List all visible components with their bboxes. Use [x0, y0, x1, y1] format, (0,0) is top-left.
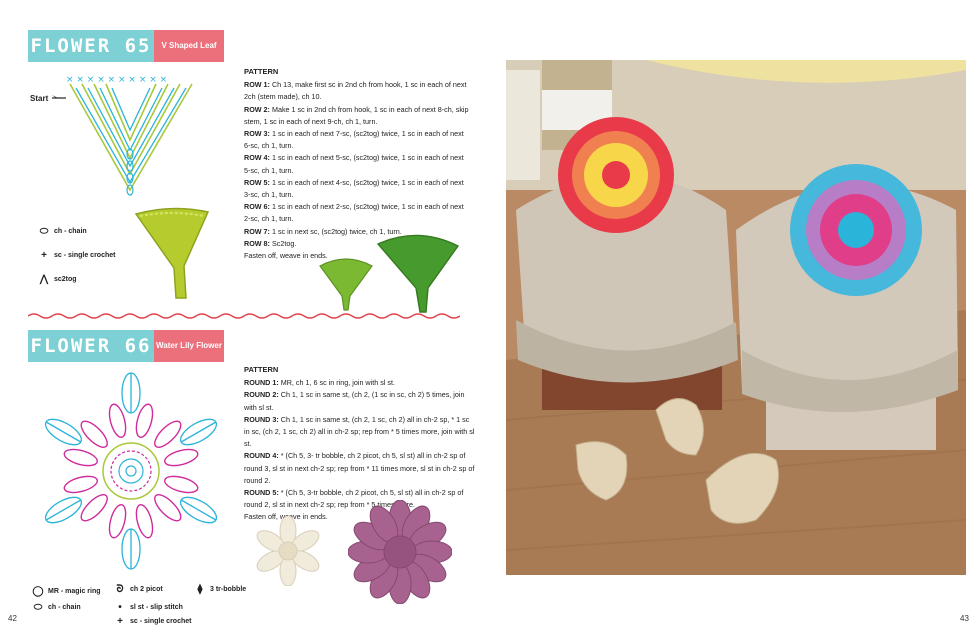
flower65-pattern: PATTERN ROW 1: Ch 13, make first sc in 2…: [244, 66, 470, 262]
row-label: ROW 5:: [244, 177, 270, 187]
round-text: * (Ch 5, 3-tr bobble, ch 2 picot, ch 5, …: [244, 488, 464, 510]
round-label: ROUND 5:: [244, 488, 279, 498]
flower65-finish: Fasten off, weave in ends.: [244, 251, 328, 261]
purple-flower-photo: [348, 500, 452, 604]
flower66-round-1: ROUND 1: MR, ch 1, 6 sc in ring, join wi…: [244, 377, 476, 389]
legend-sc2: + sc - single crochet: [114, 616, 191, 627]
round-text: Ch 1, 1 sc in same st, (ch 2, 1 sc, ch 2…: [244, 414, 475, 449]
flower65-row-6: ROW 6: 1 sc in each of next 2-sc, (sc2to…: [244, 201, 470, 225]
plus-icon: +: [41, 250, 47, 261]
flower66-round-5: ROUND 5: * (Ch 5, 3-tr bobble, ch 2 pico…: [244, 487, 476, 511]
legend-ch-label: ch - chain: [54, 228, 87, 235]
row-text: Make 1 sc in 2nd ch from hook, 1 sc in e…: [244, 104, 469, 126]
round-label: ROUND 3:: [244, 414, 279, 424]
flower65-row-5: ROW 5: 1 sc in each of next 4-sc, (sc2to…: [244, 177, 470, 201]
chain-oval-icon: ⬭: [33, 602, 43, 613]
picot-icon: ᘐ: [116, 584, 124, 595]
flower65-row-4: ROW 4: 1 sc in each of next 5-sc, (sc2to…: [244, 152, 470, 176]
svg-text:× × × × × × × × × ×: × × × × × × × × × ×: [66, 75, 167, 85]
row-text: Ch 13, make first sc in 2nd ch from hook…: [244, 80, 467, 102]
row-label: ROW 6:: [244, 202, 270, 212]
start-label: Start: [30, 94, 49, 103]
legend-ch: ⬭ ch - chain: [38, 226, 87, 237]
leaf-photo-green-small: [319, 258, 373, 311]
row-label: ROW 4:: [244, 153, 270, 163]
flower65-title: FLOWER 65: [28, 30, 154, 62]
row-label: ROW 7:: [244, 226, 270, 236]
round-text: Ch 1, 1 sc in same st, (ch 2, (1 sc in s…: [244, 390, 465, 412]
chain-oval-icon: ⬭: [39, 226, 49, 237]
legend-bobble-label: 3 tr-bobble: [210, 586, 247, 593]
round-label: ROUND 4:: [244, 451, 279, 461]
row-text: Sc2tog.: [271, 238, 297, 248]
row-label: ROW 3:: [244, 129, 270, 139]
leaf-photo-green-large: [376, 234, 460, 313]
leaf-crochet-chart: × × × × × × × × × ×: [52, 75, 193, 196]
row-label: ROW 2:: [244, 104, 270, 114]
page-number-right: 43: [960, 614, 969, 623]
white-flower-photo: [256, 516, 320, 586]
legend-slst-label: sl st - slip stitch: [130, 604, 183, 611]
legend-mr: ◯ MR - magic ring: [32, 586, 101, 597]
legend-bobble: ⧫ 3 tr-bobble: [194, 584, 247, 595]
sc2tog-icon: ⋀: [39, 274, 49, 285]
flower65-row-8: ROW 8: Sc2tog.: [244, 238, 470, 250]
flower66-pattern: PATTERN ROUND 1: MR, ch 1, 6 sc in ring,…: [244, 364, 476, 524]
plus-icon: +: [117, 616, 123, 627]
row-label: ROW 8:: [244, 238, 270, 248]
round-text: MR, ch 1, 6 sc in ring, join with sl st.: [280, 378, 395, 388]
left-page: FLOWER 65 V Shaped Leaf Start × × × × × …: [8, 30, 476, 627]
legend-slst: • sl st - slip stitch: [114, 602, 183, 613]
flower65-row-7: ROW 7: 1 sc in next sc, (sc2tog) twice, …: [244, 226, 470, 238]
leaf-photo-yellow: [134, 207, 210, 299]
legend-picot-label: ch 2 picot: [130, 586, 163, 593]
flower65-row-1: ROW 1: Ch 13, make first sc in 2nd ch fr…: [244, 79, 470, 103]
row-text: 1 sc in next sc, (sc2tog) twice, ch 1, t…: [271, 226, 402, 236]
row-text: 1 sc in each of next 7-sc, (sc2tog) twic…: [244, 129, 464, 151]
bobble-icon: ⧫: [197, 584, 203, 595]
page-number-left: 42: [8, 614, 17, 623]
legend-sc2tog-label: sc2tog: [54, 276, 77, 283]
flower66-banner: FLOWER 66 Water Lily Flower: [28, 330, 224, 362]
flower66-round-2: ROUND 2: Ch 1, 1 sc in same st, (ch 2, (…: [244, 389, 476, 413]
water-lily-crochet-chart: [44, 372, 218, 570]
row-label: ROW 1:: [244, 80, 270, 90]
legend-sc: + sc - single crochet: [38, 250, 115, 261]
right-page: 43: [490, 0, 980, 635]
flower66-title: FLOWER 66: [28, 330, 154, 362]
flower65-row-2: ROW 2: Make 1 sc in 2nd ch from hook, 1 …: [244, 104, 470, 128]
row-text: 1 sc in each of next 4-sc, (sc2tog) twic…: [244, 177, 464, 200]
flower66-round-3: ROUND 3: Ch 1, 1 sc in same st, (ch 2, 1…: [244, 414, 476, 451]
legend-sc2-label: sc - single crochet: [130, 618, 192, 625]
flower65-row-3: ROW 3: 1 sc in each of next 7-sc, (sc2to…: [244, 128, 470, 152]
row-text: 1 sc in each of next 5-sc, (sc2tog) twic…: [244, 153, 464, 175]
legend-sc2tog: ⋀ sc2tog: [38, 274, 77, 285]
magic-ring-icon: ◯: [32, 586, 44, 597]
legend-sc-label: sc - single crochet: [54, 252, 116, 259]
round-label: ROUND 1:: [244, 378, 279, 388]
jars-photo: [506, 60, 966, 575]
legend-picot: ᘐ ch 2 picot: [114, 584, 163, 595]
flower66-pattern-heading: PATTERN: [244, 365, 279, 374]
flower65-banner: FLOWER 65 V Shaped Leaf: [28, 30, 224, 62]
round-label: ROUND 2:: [244, 390, 279, 400]
legend-ch2: ⬭ ch - chain: [32, 602, 81, 613]
flower66-subtitle: Water Lily Flower: [154, 330, 224, 362]
flower66-round-4: ROUND 4: * (Ch 5, 3- tr bobble, ch 2 pic…: [244, 450, 476, 487]
wavy-divider: [28, 313, 460, 319]
dot-icon: •: [118, 602, 122, 613]
round-text: * (Ch 5, 3- tr bobble, ch 2 picot, ch 5,…: [244, 451, 475, 485]
flower65-subtitle: V Shaped Leaf: [154, 30, 224, 62]
legend-mr-label: MR - magic ring: [48, 588, 101, 595]
flower65-pattern-heading: PATTERN: [244, 67, 279, 76]
legend-ch2-label: ch - chain: [48, 604, 81, 611]
row-text: 1 sc in each of next 2-sc, (sc2tog) twic…: [244, 202, 464, 224]
